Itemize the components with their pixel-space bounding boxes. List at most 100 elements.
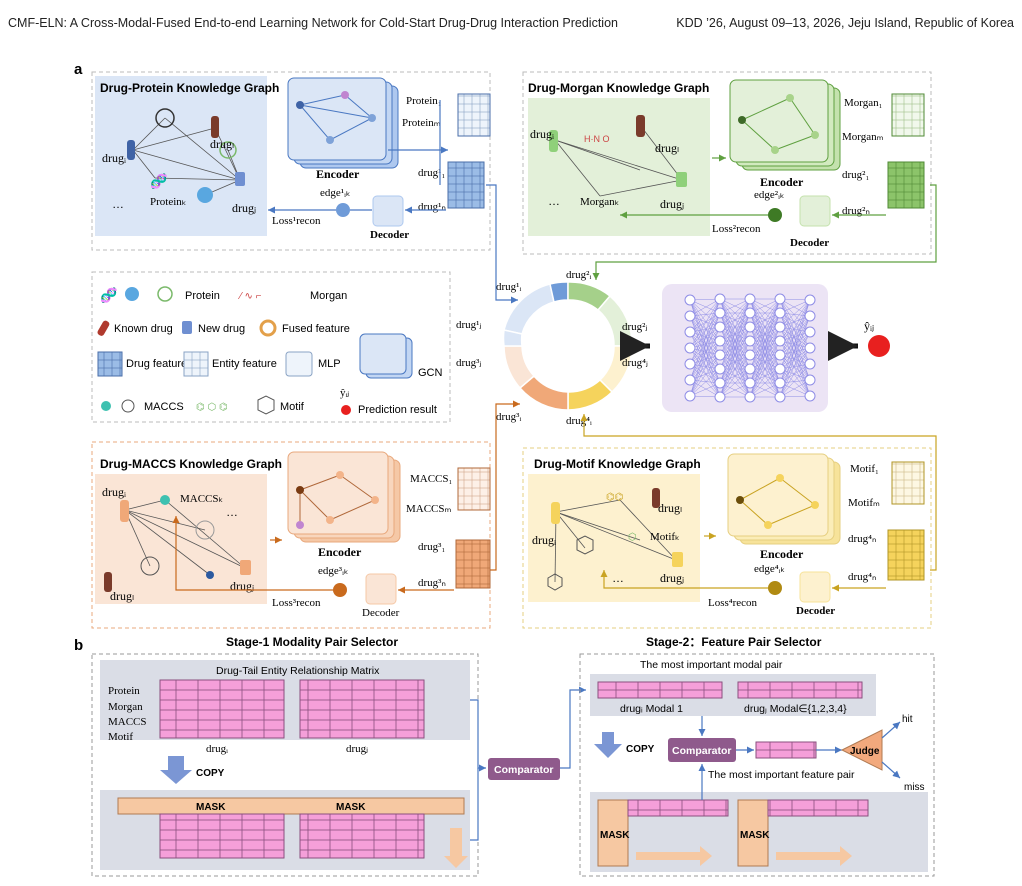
drug-maccs-kg-title: Drug-MACCS Knowledge Graph	[100, 457, 282, 471]
mlp-neuron	[774, 293, 786, 305]
loss-label: Loss⁴recon	[708, 597, 758, 609]
edge-score-node	[768, 208, 782, 222]
mlp-neuron	[774, 307, 786, 319]
entity-feature-matrix	[457, 93, 491, 137]
mlp-neuron	[744, 349, 756, 361]
drug-j-matrix	[299, 679, 425, 739]
matrix-row-label: MACCS	[108, 716, 147, 728]
gcn-encoder: Encoder	[727, 453, 841, 561]
legend-prediction-result: Prediction result	[358, 404, 437, 416]
drug-1-label: drug¹₁	[418, 167, 445, 179]
legend-maccs: MACCS	[144, 401, 184, 413]
modal-pair-title: The most important modal pair	[640, 659, 783, 671]
mlp-neuron	[684, 326, 696, 338]
output-yhat-label: ŷᵢⱼ	[864, 319, 874, 333]
drug-j-label: drugⱼ	[660, 571, 684, 585]
legend-drug-feature: Drug feature	[126, 358, 187, 370]
drug-motif-kg-title: Drug-Motif Knowledge Graph	[534, 457, 701, 471]
known-drug-icon	[104, 572, 112, 592]
mlp-neuron	[714, 307, 726, 319]
drug-i-matrix	[159, 679, 285, 739]
mlp-neuron	[684, 358, 696, 370]
stage1-title: Stage-1 Modality Pair Selector	[226, 635, 398, 649]
mask-slide-arrow-icon	[636, 846, 712, 866]
protein-ring-icon	[157, 286, 173, 302]
matrix-row-label: Motif	[108, 731, 133, 743]
drug-protein-graph	[132, 117, 241, 196]
entity-feature-icon	[183, 351, 209, 377]
benzene-icon	[257, 395, 275, 415]
edge-label: edge²ᵢₖ	[754, 189, 785, 201]
copy-arrow-icon	[160, 756, 192, 784]
drug-i-label: drugᵢ	[206, 743, 228, 755]
motif-icon: ⌬ ⬡ ⌬	[196, 402, 228, 413]
masked-vector	[767, 799, 869, 817]
entity-feature-matrix	[457, 467, 491, 511]
motif-k-label: Motifₖ	[650, 531, 680, 543]
drug-feature-icon	[97, 351, 123, 377]
new-drug-icon	[672, 552, 683, 567]
hit-label: hit	[902, 714, 913, 725]
decoder-label: Decoder	[362, 607, 400, 619]
encoder-label: Encoder	[318, 545, 362, 559]
entity-m-label: Morganₘ	[842, 131, 884, 143]
known-drug-icon	[211, 116, 219, 138]
edge-label: edge⁴ᵢₖ	[754, 563, 785, 575]
drug-feature-matrix	[447, 161, 485, 209]
gcn-encoder: Encoder	[729, 79, 841, 189]
mlp-neuron	[804, 342, 816, 354]
prediction-result-dot	[868, 335, 890, 357]
mlp-neuron	[804, 374, 816, 386]
fused-feature-icon	[259, 319, 277, 337]
legend-yhat: ŷᵢⱼ	[340, 387, 349, 399]
mlp-network	[662, 284, 828, 412]
drug-l-label: drugₗ	[655, 141, 679, 155]
comparator-box	[668, 738, 736, 762]
known-drug-icon	[636, 115, 645, 137]
matrix-row-label: Morgan	[108, 701, 143, 713]
mlp-neuron	[684, 390, 696, 402]
benzene-icon	[547, 573, 563, 591]
mlp-neuron	[744, 335, 756, 347]
motif-icon: ⬡	[628, 532, 637, 543]
mlp-neuron	[714, 335, 726, 347]
legend-fused-feature: Fused feature	[282, 323, 350, 335]
mask-label: MASK	[740, 830, 770, 841]
morgan-k-label: Morganₖ	[580, 196, 619, 208]
drug-protein-kg-panel: Drug-Protein Knowledge Graph 🧬 drugᵢ dru…	[91, 71, 491, 251]
decoder-label: Decoder	[790, 237, 829, 249]
entity-1-label: MACCS₁	[410, 473, 453, 485]
drug-l-label: drugₗ	[210, 137, 234, 151]
mlp-neuron	[774, 335, 786, 347]
maccs-icon	[140, 556, 160, 576]
entity-feature-matrix	[891, 93, 925, 137]
drug-i-label: drugᵢ	[530, 127, 554, 141]
drug-1-label: drug⁴ₙ	[848, 533, 876, 545]
ellipsis: …	[548, 194, 560, 208]
drug-j-label: drugⱼ	[232, 201, 256, 215]
drug-i-label: drugᵢ	[532, 533, 556, 547]
copy-label: COPY	[196, 768, 225, 779]
comparator-box	[488, 758, 560, 780]
maccs-icon	[206, 571, 214, 579]
mlp-neuron	[744, 307, 756, 319]
entity-feature-matrix	[891, 461, 925, 505]
drug-n-label: drug²ₙ	[842, 205, 870, 217]
mlp-neuron	[714, 349, 726, 361]
mlp-neuron	[684, 294, 696, 306]
drug-l-label: drugₗ	[658, 501, 682, 515]
mlp-neuron	[744, 363, 756, 375]
drug-feature-matrix	[887, 529, 925, 581]
drug-morgan-kg-panel: Drug-Morgan Knowledge Graph H·N O drugᵢ …	[522, 71, 932, 255]
mlp-neuron	[714, 321, 726, 333]
drug-i-label: drugᵢ	[102, 151, 126, 165]
decoder-mlp-icon	[799, 571, 831, 603]
matrix-title: Drug-Tail Entity Relationship Matrix	[216, 665, 380, 677]
page-header: CMF-ELN: A Cross-Modal-Fused End-to-end …	[0, 0, 1022, 40]
ellipsis: …	[226, 505, 238, 519]
morgan-molecule-icon: H·N O	[584, 134, 610, 144]
encoder-label: Encoder	[760, 547, 804, 561]
entity-1-label: Motif₁	[850, 463, 879, 475]
maccs-k-label: MACCSₖ	[180, 493, 223, 505]
decoder-label: Decoder	[796, 605, 835, 617]
